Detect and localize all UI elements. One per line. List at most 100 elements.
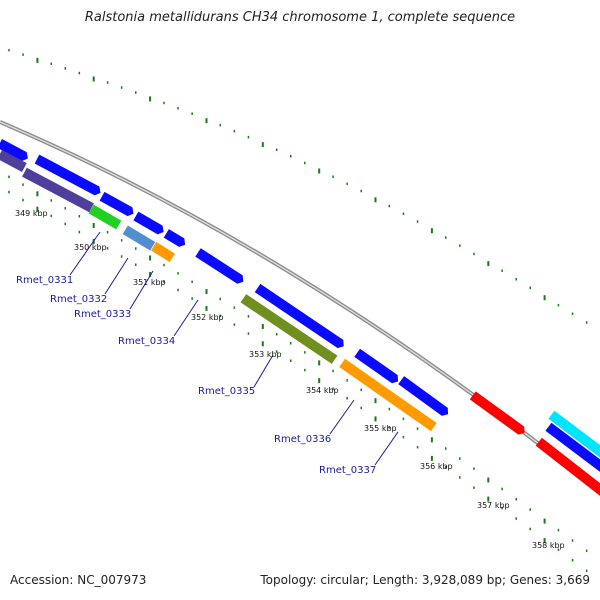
leader-line (374, 431, 399, 466)
tick-mark (290, 342, 292, 345)
tick-mark (163, 263, 165, 267)
gene-feature[interactable] (99, 191, 136, 218)
tick-mark (8, 175, 10, 179)
tick-mark (430, 455, 433, 461)
gene-feature[interactable] (469, 391, 528, 437)
tick-mark (346, 379, 348, 382)
gene-feature-purple[interactable] (22, 167, 94, 213)
gene-feature[interactable] (195, 248, 246, 286)
tick-mark (8, 48, 10, 52)
tick-mark (191, 297, 193, 300)
tick-mark (275, 333, 278, 336)
topology-summary: Topology: circular; Length: 3,928,089 bp… (260, 573, 590, 587)
gene-feature[interactable] (254, 283, 347, 350)
gene-feature[interactable] (545, 422, 600, 484)
tick-mark (163, 280, 165, 283)
tick-mark (64, 207, 66, 210)
tick-mark (346, 397, 348, 400)
gene-label[interactable]: Rmet_0335 (198, 386, 255, 397)
tick-mark (360, 406, 362, 410)
leader-line (329, 399, 355, 435)
tick-mark (78, 230, 81, 234)
tick-label: 352 kbp (191, 313, 224, 322)
gene-feature[interactable] (548, 410, 600, 472)
tick-mark (261, 142, 264, 148)
gene-feature[interactable] (0, 139, 30, 163)
gene-label[interactable]: Rmet_0333 (74, 309, 131, 320)
gene-feature[interactable] (354, 348, 401, 386)
tick-mark (487, 477, 490, 483)
tick-mark (50, 199, 52, 202)
tick-mark (275, 350, 278, 353)
tick-mark (233, 306, 236, 309)
tick-mark (120, 86, 123, 89)
gene-label[interactable]: Rmet_0332 (50, 294, 107, 305)
tick-mark (290, 359, 292, 362)
tick-mark (120, 255, 123, 258)
tick-mark (177, 272, 179, 275)
tick-mark (50, 214, 52, 218)
tick-layer (8, 48, 588, 572)
tick-mark (261, 341, 264, 347)
tick-mark (388, 426, 391, 429)
leader-line (173, 299, 199, 337)
gene-feature-rmet-0331[interactable] (88, 204, 122, 230)
tick-mark (304, 351, 306, 354)
tick-mark (543, 538, 546, 544)
tick-mark (459, 457, 461, 460)
leader-line (104, 257, 129, 295)
tick-mark (149, 271, 152, 277)
tick-label: 355 kbp (364, 424, 397, 433)
gene-feature-purple[interactable] (0, 150, 27, 172)
tick-label: 358 kbp (532, 541, 565, 550)
tick-mark (473, 486, 475, 489)
tick-mark (318, 378, 321, 384)
gene-label[interactable]: Rmet_0337 (319, 465, 376, 476)
tick-label: 357 kbp (477, 501, 510, 510)
gene-feature-rmet-0335[interactable] (240, 294, 338, 364)
gene-label[interactable]: Rmet_0331 (16, 275, 73, 286)
tick-mark (360, 388, 362, 392)
tick-mark (360, 189, 362, 193)
gene-label[interactable]: Rmet_0334 (118, 336, 175, 347)
gene-feature-rmet-0333[interactable] (151, 241, 175, 263)
tick-mark (571, 559, 574, 562)
tick-mark (233, 129, 236, 133)
right-features (469, 391, 600, 505)
gene-feature[interactable] (34, 154, 103, 198)
leader-line (253, 354, 274, 388)
tick-mark (36, 191, 39, 197)
tick-mark (571, 312, 574, 315)
leader-line (69, 231, 101, 276)
tick-mark (515, 278, 517, 281)
tick-mark (36, 57, 39, 63)
gene-feature[interactable] (535, 437, 600, 505)
tick-mark (332, 369, 334, 373)
tick-mark (585, 569, 588, 572)
tick-mark (135, 247, 137, 250)
tick-mark (304, 368, 306, 372)
gene-feature-rmet-0337[interactable] (339, 358, 437, 432)
gene-feature[interactable] (133, 211, 166, 237)
gene-label[interactable]: Rmet_0336 (274, 434, 331, 445)
map-title: Ralstonia metallidurans CH34 chromosome … (84, 10, 516, 25)
tick-mark (22, 198, 24, 202)
tick-labels: 349 kbp 350 kbp 351 kbp 352 kbp 353 kbp … (15, 209, 565, 550)
tick-label: 349 kbp (15, 209, 48, 218)
tick-mark (543, 295, 546, 301)
tick-mark (388, 407, 391, 411)
tick-mark (219, 123, 221, 127)
tick-mark (304, 161, 306, 165)
tick-mark (430, 228, 433, 234)
tick-mark (261, 324, 264, 329)
tick-mark (92, 76, 95, 82)
gene-feature[interactable] (163, 229, 188, 249)
gene-feature[interactable] (398, 376, 451, 418)
tick-mark (402, 436, 405, 439)
gene-feature-rmet-0332[interactable] (122, 225, 156, 251)
tick-mark (290, 155, 292, 158)
tick-mark (473, 467, 475, 470)
tick-mark (149, 255, 152, 261)
